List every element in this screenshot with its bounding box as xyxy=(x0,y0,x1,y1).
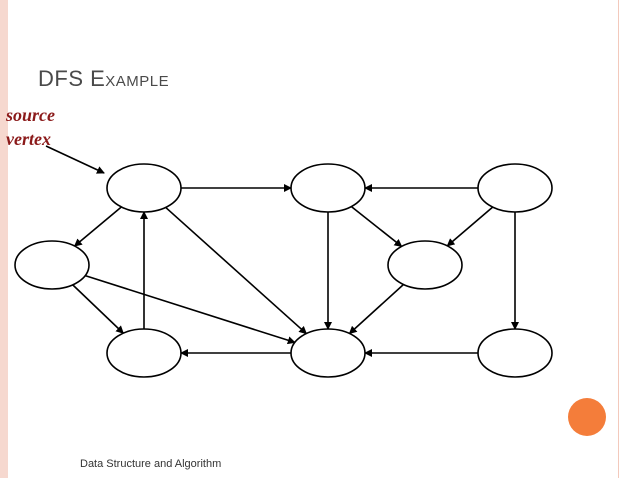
right-border-line xyxy=(618,0,619,478)
slide-footer: Data Structure and Algorithm xyxy=(80,458,222,470)
edge-c-e xyxy=(446,206,494,247)
edge-d-g xyxy=(72,284,124,334)
slide-title: DFS Example xyxy=(38,66,170,91)
graph-node-f xyxy=(290,328,366,378)
edge-a-d xyxy=(73,206,122,247)
edges-layer xyxy=(72,184,519,357)
edge-e-f xyxy=(348,283,405,335)
source-pointer-arrow xyxy=(45,145,105,174)
graph-node-a xyxy=(106,163,182,213)
graph-node-h xyxy=(477,328,553,378)
source-label-line1: source xyxy=(6,105,55,125)
graph-node-e xyxy=(387,240,463,290)
edge-a-f xyxy=(165,206,308,335)
edge-b-e xyxy=(350,205,403,248)
decorative-orange-circle xyxy=(568,398,606,436)
graph-node-d xyxy=(14,240,90,290)
source-label-line2: vertex xyxy=(6,129,51,149)
graph-node-g xyxy=(106,328,182,378)
graph-node-c xyxy=(477,163,553,213)
nodes-layer xyxy=(14,163,553,378)
edge-d-f xyxy=(84,274,296,345)
graph-node-b xyxy=(290,163,366,213)
source-vertex-label: source vertex xyxy=(6,103,55,151)
left-border-band xyxy=(0,0,8,478)
